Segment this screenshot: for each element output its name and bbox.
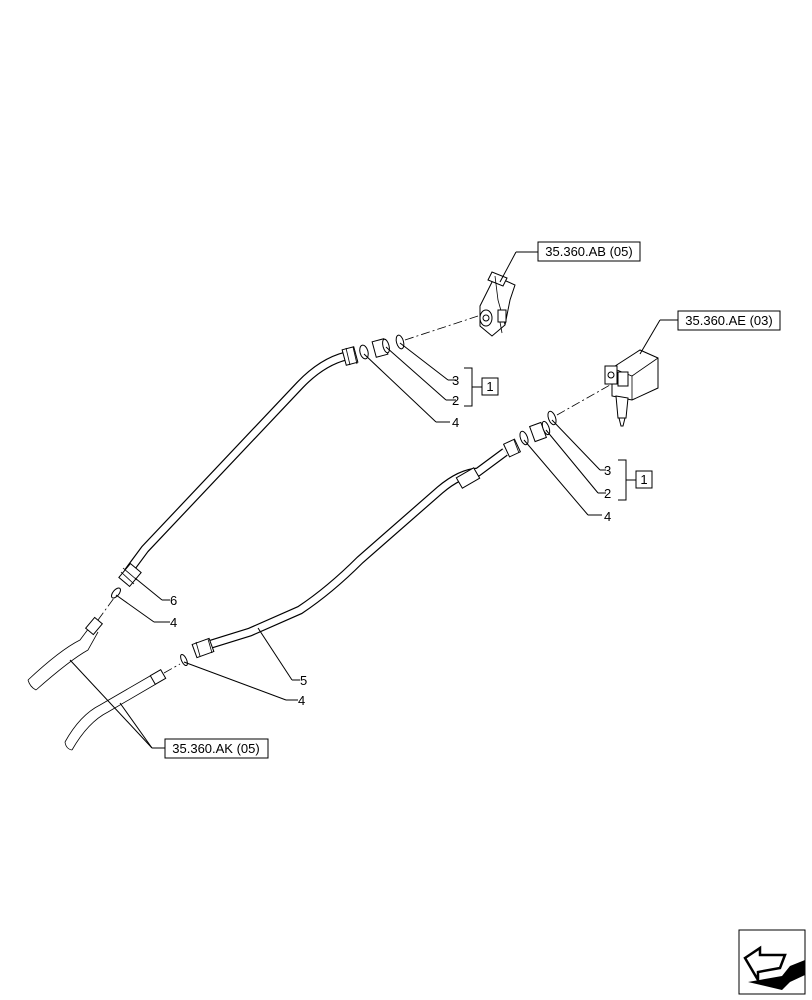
lower-callouts: 3 2 4 1 xyxy=(523,419,653,524)
ref-ae-label: 35.360.AE (03) xyxy=(685,313,772,328)
lower-fittings xyxy=(519,384,611,446)
hose-end-ak-lower xyxy=(64,653,188,751)
ref-ae[interactable]: 35.360.AE (03) xyxy=(677,310,781,331)
valve-ab xyxy=(479,271,516,337)
upper-fittings xyxy=(359,315,479,360)
callout-3-upper: 3 xyxy=(452,373,459,388)
ref-ak-label: 35.360.AK (05) xyxy=(172,741,259,756)
callout-6: 6 xyxy=(170,593,177,608)
callout-2-upper: 2 xyxy=(452,393,459,408)
ref-ab-label: 35.360.AB (05) xyxy=(545,244,632,259)
callout-4-upper: 4 xyxy=(452,415,459,430)
callout-4-lower: 4 xyxy=(604,509,611,524)
callout-5: 5 xyxy=(300,673,307,688)
arrow-navigation-icon[interactable] xyxy=(738,929,806,995)
hose-lower xyxy=(191,438,522,659)
ref-ak[interactable]: 35.360.AK (05) xyxy=(164,738,269,759)
callout-4-bottom: 4 xyxy=(298,693,305,708)
hose-end-ak-upper xyxy=(27,587,121,691)
callout-2-lower: 2 xyxy=(604,486,611,501)
ref-ab[interactable]: 35.360.AB (05) xyxy=(537,241,641,262)
upper-callouts: 3 2 4 1 xyxy=(363,342,499,430)
left-callouts: 6 4 5 4 xyxy=(115,577,307,708)
hose-upper xyxy=(118,346,359,588)
group-1-upper: 1 xyxy=(486,379,493,394)
callout-4-left: 4 xyxy=(170,615,177,630)
callout-3-lower: 3 xyxy=(604,463,611,478)
valve-ae xyxy=(604,349,659,427)
group-1-upper-box xyxy=(481,377,499,396)
group-1-lower: 1 xyxy=(640,472,647,487)
group-1-lower-box xyxy=(635,470,653,489)
